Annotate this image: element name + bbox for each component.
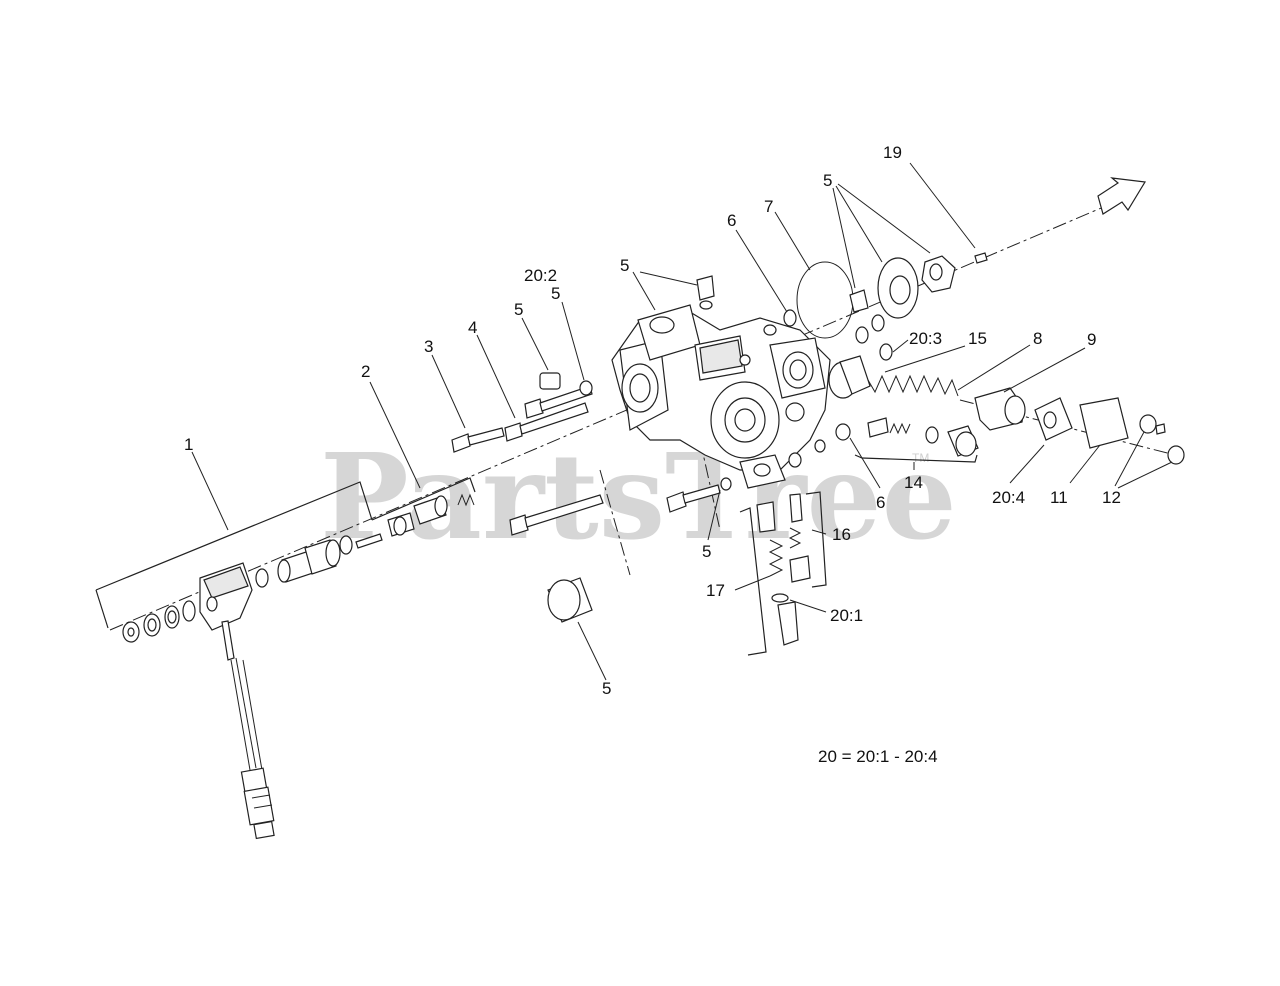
callout-20-1: 20:1 [830, 606, 863, 625]
callout-20-3: 20:3 [909, 329, 942, 348]
callout-17: 17 [706, 581, 725, 600]
callout-19: 19 [883, 143, 902, 162]
callout-14: 14 [904, 473, 923, 492]
cartridge-parts [756, 493, 811, 646]
legend-footnote: 20 = 20:1 - 20:4 [818, 747, 938, 766]
callout-5-bolt: 5 [514, 300, 523, 319]
callout-5-lower-left: 5 [702, 542, 711, 561]
callout-1: 1 [184, 435, 193, 454]
callout-4: 4 [468, 318, 477, 337]
callout-6-right: 6 [876, 493, 885, 512]
callout-12: 12 [1102, 488, 1121, 507]
part-1-solenoid-coil [122, 562, 275, 840]
callout-20-4: 20:4 [992, 488, 1025, 507]
callout-labels: 1 2 3 4 5 5 20:2 5 6 7 5 19 20:3 15 8 9 … [184, 143, 1121, 698]
callout-5-top: 5 [620, 256, 629, 275]
callout-3: 3 [424, 337, 433, 356]
callout-8: 8 [1033, 329, 1042, 348]
valve-body-housing [611, 275, 831, 489]
callout-15: 15 [968, 329, 987, 348]
watermark-trademark: TM [912, 451, 929, 465]
callout-5-rotor: 5 [823, 171, 832, 190]
callout-11: 11 [1050, 488, 1068, 507]
part-2-spool-assembly [255, 493, 475, 588]
callout-20-2: 20:2 [524, 266, 557, 285]
callout-7: 7 [764, 197, 773, 216]
bolts [451, 372, 732, 536]
leader-lines [191, 162, 1173, 681]
callout-6-top: 6 [727, 211, 736, 230]
watermark-text: PartsTree [320, 427, 957, 566]
relief-valve-parts [828, 355, 1185, 465]
direction-arrow-icon [1097, 177, 1146, 215]
pump-gerotor-parts [783, 252, 988, 361]
callout-brackets [95, 454, 978, 656]
callout-9: 9 [1087, 330, 1096, 349]
callout-5-bottom: 5 [602, 679, 611, 698]
callout-5-oring: 5 [551, 284, 560, 303]
part-5-cup-plug [547, 577, 593, 623]
callout-2: 2 [361, 362, 370, 381]
callout-16: 16 [832, 525, 851, 544]
